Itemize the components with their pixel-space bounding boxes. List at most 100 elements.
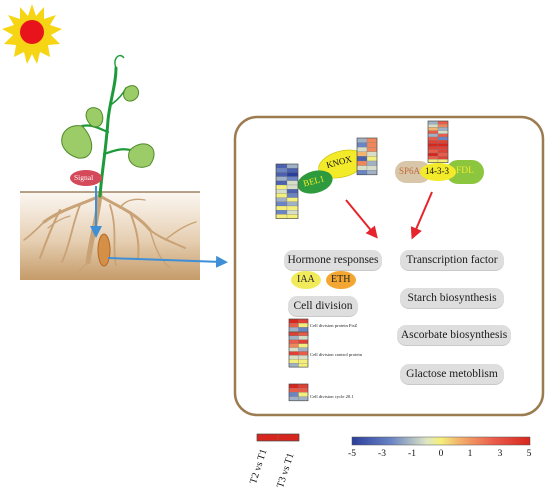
heatmap-cell	[275, 176, 288, 181]
heatmap-cell	[288, 396, 299, 401]
heatmap-cell	[298, 318, 309, 324]
heatmap-cell	[288, 335, 299, 340]
heatmap-cell	[427, 140, 439, 144]
heatmap-cell	[298, 359, 309, 364]
legend-comparison-cells	[256, 433, 300, 442]
heatmap-cell	[427, 120, 439, 125]
sun-core	[20, 20, 44, 44]
heatmap-cell	[437, 120, 449, 125]
heatmap-cell	[275, 180, 288, 186]
heatmap-cell	[275, 172, 288, 177]
heatmap-cell	[286, 189, 299, 194]
heatmap-cell	[275, 197, 288, 202]
iaa-label: IAA	[297, 274, 315, 285]
heatmap-frame	[427, 120, 449, 163]
glactose-metoblism-label: Glactose metoblism	[400, 364, 504, 384]
scale-tick-label: 3	[497, 449, 503, 459]
heatmap-cell	[298, 351, 309, 356]
heatmap-cell	[298, 388, 309, 393]
scale-tick-label: 1	[467, 449, 473, 459]
heatmap-cell	[275, 163, 288, 169]
eth-badge	[326, 271, 356, 289]
heatmap-cell	[275, 201, 288, 207]
heatmap-cell	[427, 156, 439, 160]
heatmap-cell	[288, 331, 299, 337]
red-arrow-left	[345, 199, 378, 239]
heatmap-bel1	[275, 163, 299, 219]
heatmap-cell	[288, 388, 299, 393]
signal-label: Signal	[74, 173, 94, 182]
heatmap-cell	[437, 140, 449, 144]
bel1-knox-complex	[297, 149, 366, 194]
heatmap-cell	[437, 159, 449, 163]
heatmap-frame	[288, 331, 309, 368]
leaf-small-icon	[85, 107, 104, 128]
heatmap-cell	[366, 165, 378, 171]
heatmap-cell	[427, 146, 439, 150]
starch-biosynthesis-label: Starch biosynthesis	[400, 288, 504, 308]
heatmap-cell	[275, 214, 288, 219]
heatmap-cell	[437, 127, 449, 131]
heatmap-cell	[288, 323, 299, 328]
heatmap-cell	[366, 142, 378, 148]
heatmap-cell	[286, 176, 299, 181]
heatmap-cell	[286, 184, 299, 190]
heatmap-cell	[298, 327, 309, 332]
heatmap-cell	[437, 133, 449, 138]
heatmap-cell	[286, 201, 299, 207]
root-system	[23, 191, 197, 275]
heatmap-cell	[288, 359, 299, 364]
heatmap-cell	[366, 147, 378, 152]
heatmap-cell	[288, 327, 299, 332]
scale-tick-label: -1	[408, 449, 416, 459]
ascorbate-biosynthesis-label: Ascorbate biosynthesis	[397, 325, 511, 345]
tuber-icon	[97, 233, 111, 267]
heatmap-cell	[288, 392, 299, 397]
heatmap-cell	[298, 396, 309, 401]
heatmap-cell	[286, 205, 299, 211]
heatmap-cell	[366, 151, 378, 157]
heatmap-cell	[298, 331, 309, 337]
signal-badge	[70, 170, 102, 186]
heatmap-cell	[275, 210, 288, 215]
scale-tick-label: 0	[438, 449, 444, 459]
heatmap-knox	[356, 137, 378, 176]
florigen-complex	[395, 160, 484, 184]
color-scale-bar	[351, 436, 531, 446]
heatmap-cell	[427, 127, 439, 131]
scale-tick-label: -5	[348, 449, 356, 459]
heatmap-cell	[298, 392, 309, 397]
gene-cycle-label: Cell division cycle 20.1	[310, 394, 354, 399]
heatmap-cell	[366, 160, 378, 166]
heatmap-cell	[298, 347, 309, 352]
heatmap-cell	[356, 147, 368, 152]
red-arrow-right	[410, 191, 433, 240]
heatmap-cell	[286, 168, 299, 173]
heatmap-cell	[437, 152, 449, 157]
heatmap-cell	[275, 184, 288, 190]
heatmap-cell	[427, 143, 439, 147]
heatmap-cell	[356, 170, 368, 175]
heatmap-cell	[427, 149, 439, 154]
heatmap-cell	[427, 124, 439, 128]
heatmap-cell	[286, 193, 299, 198]
heatmap-cell	[286, 172, 299, 177]
heatmap-cell	[275, 193, 288, 198]
heatmap-cell	[288, 339, 299, 344]
heatmap-cell	[298, 335, 309, 340]
heatmap-cell	[366, 137, 378, 143]
heatmap-cell	[356, 156, 368, 162]
heatmap-cell	[427, 130, 439, 134]
leaf-left-icon	[61, 125, 93, 159]
heatmap-cell	[427, 136, 439, 141]
hormone-responses-label: Hormone responses	[284, 250, 382, 270]
heatmap-cell	[288, 343, 299, 348]
iaa-badge	[291, 271, 321, 289]
heatmap-frame	[356, 137, 378, 176]
heatmap-cell	[288, 383, 299, 389]
heatmap-cell	[288, 318, 299, 324]
heatmap-cell	[427, 159, 439, 163]
heatmap-cell	[437, 149, 449, 154]
heatmap-cell	[437, 136, 449, 141]
